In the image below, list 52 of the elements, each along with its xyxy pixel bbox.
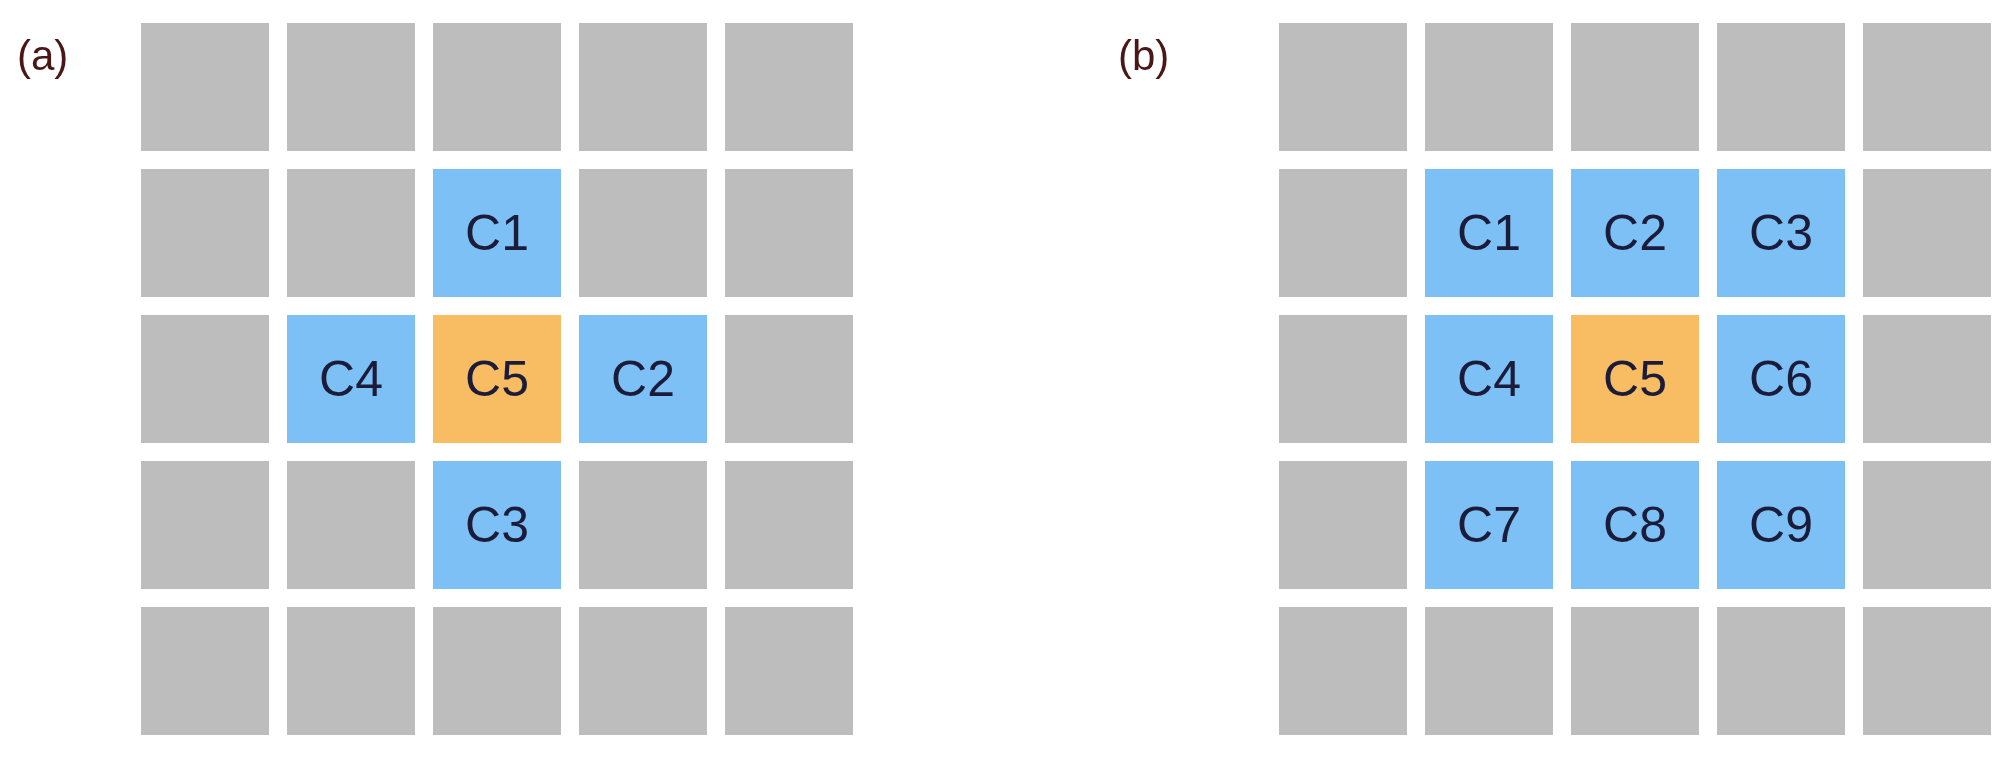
grid-square [433,23,561,151]
grid-square [579,169,707,297]
grid-square: C5 [433,315,561,443]
grid-square: C4 [1425,315,1553,443]
grid-square [1863,315,1991,443]
grid-square [1571,23,1699,151]
grid-square: C9 [1717,461,1845,589]
grid-square [725,23,853,151]
grid-square [1717,607,1845,735]
grid-square [141,607,269,735]
grid-square [1279,461,1407,589]
grid-square [1863,169,1991,297]
grid-square [141,461,269,589]
grid-square [579,23,707,151]
panel-label: (b) [1118,32,1170,80]
grid-square [287,461,415,589]
grid-square [433,607,561,735]
grid-square: C7 [1425,461,1553,589]
grid-square [1279,169,1407,297]
grid-square [1863,461,1991,589]
grid-square [725,169,853,297]
grid-square [1279,607,1407,735]
grid-square [1571,607,1699,735]
grid-square [1863,607,1991,735]
grid-square [287,607,415,735]
grid-square: C2 [1571,169,1699,297]
grid-square [1863,23,1991,151]
grid-square [725,607,853,735]
grid-square [287,169,415,297]
grid-square [141,315,269,443]
grid-square [725,461,853,589]
grid-square: C3 [1717,169,1845,297]
grid-square [141,23,269,151]
grid-square: C8 [1571,461,1699,589]
grid-square [579,607,707,735]
grid-square [725,315,853,443]
grid-square: C4 [287,315,415,443]
grid-square [1279,315,1407,443]
grid-square [1425,607,1553,735]
grid-square: C5 [1571,315,1699,443]
grid-square [1717,23,1845,151]
grid-square [1425,23,1553,151]
grid-square [287,23,415,151]
grid-square: C6 [1717,315,1845,443]
grid-square: C1 [433,169,561,297]
grid-square [579,461,707,589]
grid-square [1279,23,1407,151]
grid-square: C2 [579,315,707,443]
grid-square: C3 [433,461,561,589]
panel-label: (a) [17,32,69,80]
grid-square: C1 [1425,169,1553,297]
grid-square [141,169,269,297]
